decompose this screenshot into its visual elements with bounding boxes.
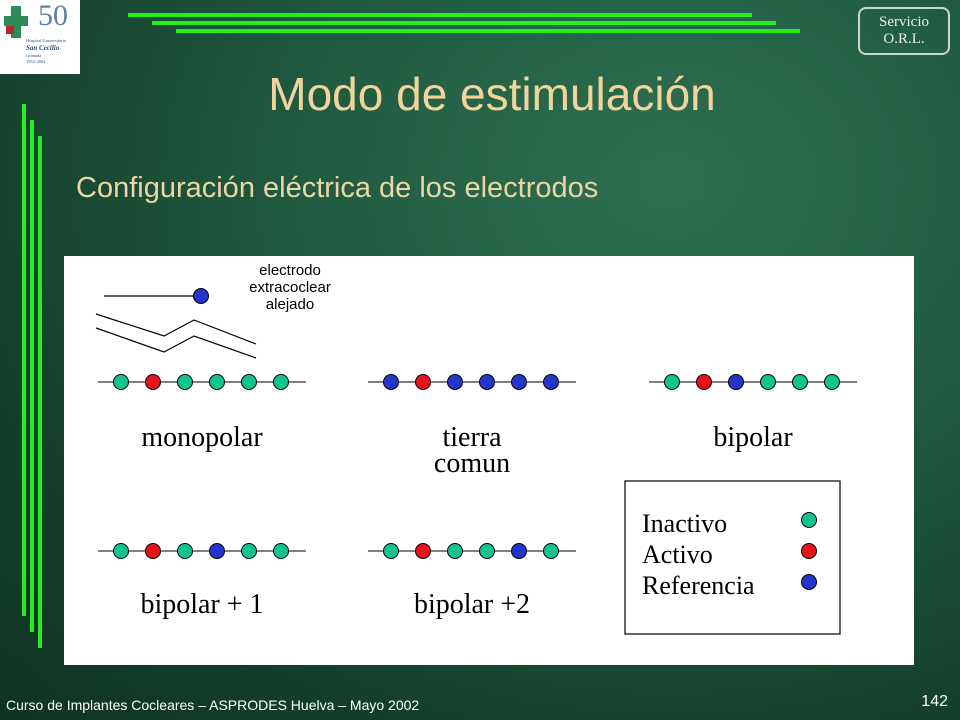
electrode-inactive xyxy=(479,543,495,559)
slide-subtitle: Configuración eléctrica de los electrodo… xyxy=(76,172,599,204)
electrode-inactive xyxy=(113,543,129,559)
electrode-reference xyxy=(209,543,225,559)
electrode-inactive xyxy=(113,374,129,390)
extracochlear-label: electrodo xyxy=(259,262,321,279)
electrode-inactive xyxy=(543,543,559,559)
logo-text: Hospital Universitario xyxy=(26,38,67,43)
electrode-reference xyxy=(511,543,527,559)
electrode-inactive xyxy=(760,374,776,390)
cross-icon xyxy=(4,6,28,38)
page-number: 142 xyxy=(921,693,948,710)
electrode-inactive xyxy=(273,374,289,390)
logo-number: 50 xyxy=(38,0,68,32)
config-label: tierra xyxy=(442,422,502,453)
electrode-inactive xyxy=(177,374,193,390)
electrode-inactive xyxy=(209,374,225,390)
extracochlear-label: alejado xyxy=(266,296,314,313)
config-label: monopolar xyxy=(141,422,263,453)
logo-text: San Cecilio xyxy=(26,44,60,52)
electrode-reference xyxy=(447,374,463,390)
hospital-logo: 50 Hospital Universitario San Cecilio Gr… xyxy=(0,0,80,74)
electrode-inactive xyxy=(824,374,840,390)
electrode-active xyxy=(145,543,161,559)
electrode-inactive xyxy=(792,374,808,390)
break-line xyxy=(95,313,257,345)
electrode-inactive xyxy=(447,543,463,559)
legend-swatch-reference xyxy=(801,574,817,590)
legend-swatch-active xyxy=(801,543,817,559)
electrode-active xyxy=(696,374,712,390)
service-badge: Servicio O.R.L. xyxy=(858,7,950,55)
config-label: bipolar + 1 xyxy=(140,589,263,620)
break-line xyxy=(95,327,257,359)
legend-label: Activo xyxy=(642,540,713,569)
electrode-reference xyxy=(543,374,559,390)
electrode-inactive xyxy=(664,374,680,390)
electrode-inactive xyxy=(273,543,289,559)
footer-text: Curso de Implantes Cocleares – ASPRODES … xyxy=(6,697,420,713)
badge-line: O.R.L. xyxy=(883,31,925,47)
electrode-reference xyxy=(511,374,527,390)
extracochlear-electrode xyxy=(193,288,209,304)
electrode-active xyxy=(415,374,431,390)
logo-text: Granada xyxy=(26,53,42,58)
electrode-inactive xyxy=(241,374,257,390)
legend-swatch-inactive xyxy=(801,512,817,528)
electrode-reference xyxy=(383,374,399,390)
badge-line: Servicio xyxy=(879,14,929,30)
electrode-active xyxy=(145,374,161,390)
electrode-inactive xyxy=(383,543,399,559)
legend-box xyxy=(624,480,841,635)
slide-title: Modo de estimulación xyxy=(268,68,716,120)
electrode-reference xyxy=(479,374,495,390)
legend-label: Referencia xyxy=(642,571,755,600)
config-label: bipolar +2 xyxy=(414,589,530,620)
electrode-reference xyxy=(728,374,744,390)
electrode-inactive xyxy=(241,543,257,559)
config-label: comun xyxy=(434,448,510,479)
logo-text: 1952-2002 xyxy=(26,59,46,64)
electrode-inactive xyxy=(177,543,193,559)
electrode-active xyxy=(415,543,431,559)
extracochlear-label: extracoclear xyxy=(249,279,331,296)
legend-label: Inactivo xyxy=(642,509,727,538)
config-label: bipolar xyxy=(713,422,793,453)
